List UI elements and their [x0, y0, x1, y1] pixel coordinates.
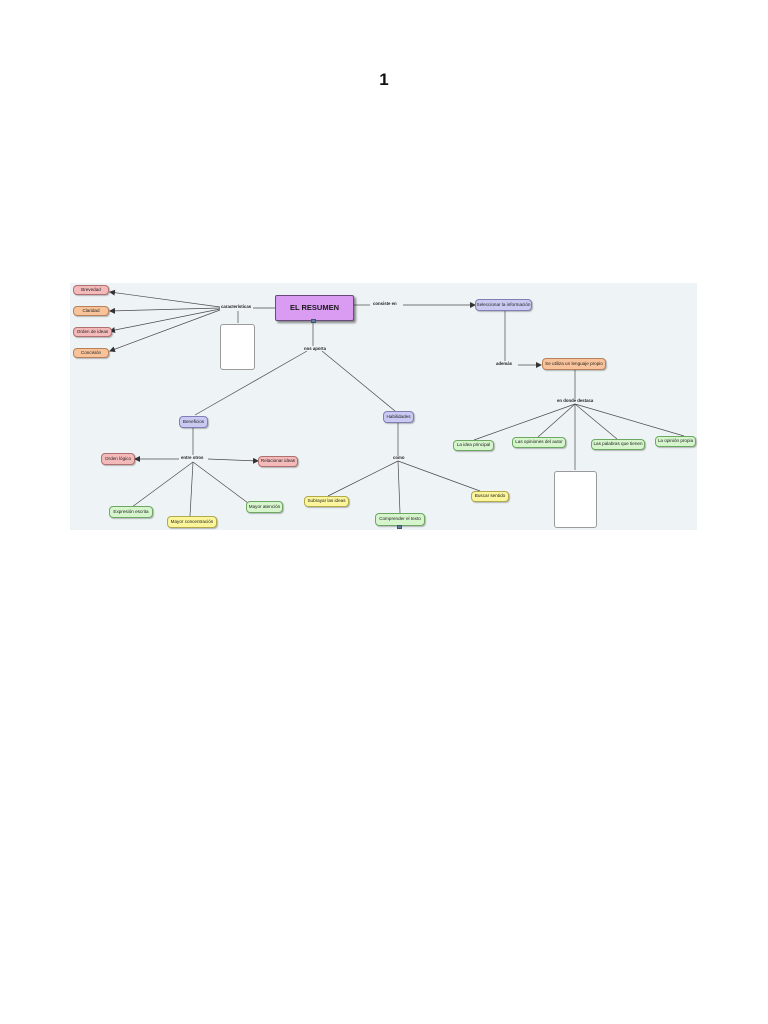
- characteristic-node[interactable]: Brevedad: [73, 285, 109, 295]
- link-label-en-donde-destaca: en donde destaca: [556, 398, 595, 404]
- highlight-node[interactable]: Las palabras que tienen: [591, 439, 645, 450]
- link-label-caracteristicas: características: [220, 304, 253, 310]
- benefit-node[interactable]: Orden lógico: [101, 453, 135, 465]
- link-label-nos-aporta: nos aporta: [303, 346, 327, 352]
- benefit-node[interactable]: Expresión escrita: [109, 506, 153, 518]
- connector-lines: [109, 289, 685, 517]
- benefit-node[interactable]: Mayor concentración: [167, 516, 217, 528]
- resource-icon[interactable]: [311, 319, 316, 323]
- resource-icon[interactable]: [397, 525, 402, 529]
- link-label-ademas: además: [495, 361, 514, 367]
- skills-node[interactable]: Habilidades: [383, 411, 414, 423]
- concept-map: Brevedad Claridad Orden de ideas Concisi…: [70, 283, 697, 530]
- characteristic-node[interactable]: Claridad: [73, 306, 109, 316]
- skill-node[interactable]: Buscar sentido: [471, 491, 509, 502]
- own-language-node[interactable]: Se utiliza un lenguaje propio: [542, 358, 606, 370]
- characteristic-node[interactable]: Concisión: [73, 348, 109, 358]
- people-speech-bubbles-icon: [554, 471, 597, 528]
- page-number: 1: [379, 70, 389, 89]
- link-label-consiste-en: consiste en: [372, 301, 398, 307]
- main-concept-node[interactable]: EL RESUMEN: [275, 295, 354, 321]
- highlight-node[interactable]: Las opiniones del autor: [512, 437, 566, 448]
- select-info-node[interactable]: Seleccionar la información: [475, 299, 532, 311]
- benefit-node[interactable]: Mayor atención: [246, 501, 283, 513]
- link-label-como: como: [392, 455, 406, 461]
- link-label-entre-otros: entre otros: [180, 455, 205, 461]
- characteristic-node[interactable]: Orden de ideas: [73, 327, 112, 337]
- benefit-node[interactable]: Relacionar ideas: [258, 456, 298, 467]
- benefits-node[interactable]: Beneficios: [179, 416, 208, 428]
- skill-node[interactable]: Subrayar las ideas: [304, 496, 349, 507]
- student-figure-icon: [220, 324, 255, 370]
- highlight-node[interactable]: La idea principal: [453, 440, 494, 451]
- highlight-node[interactable]: La opinión propia: [655, 436, 696, 447]
